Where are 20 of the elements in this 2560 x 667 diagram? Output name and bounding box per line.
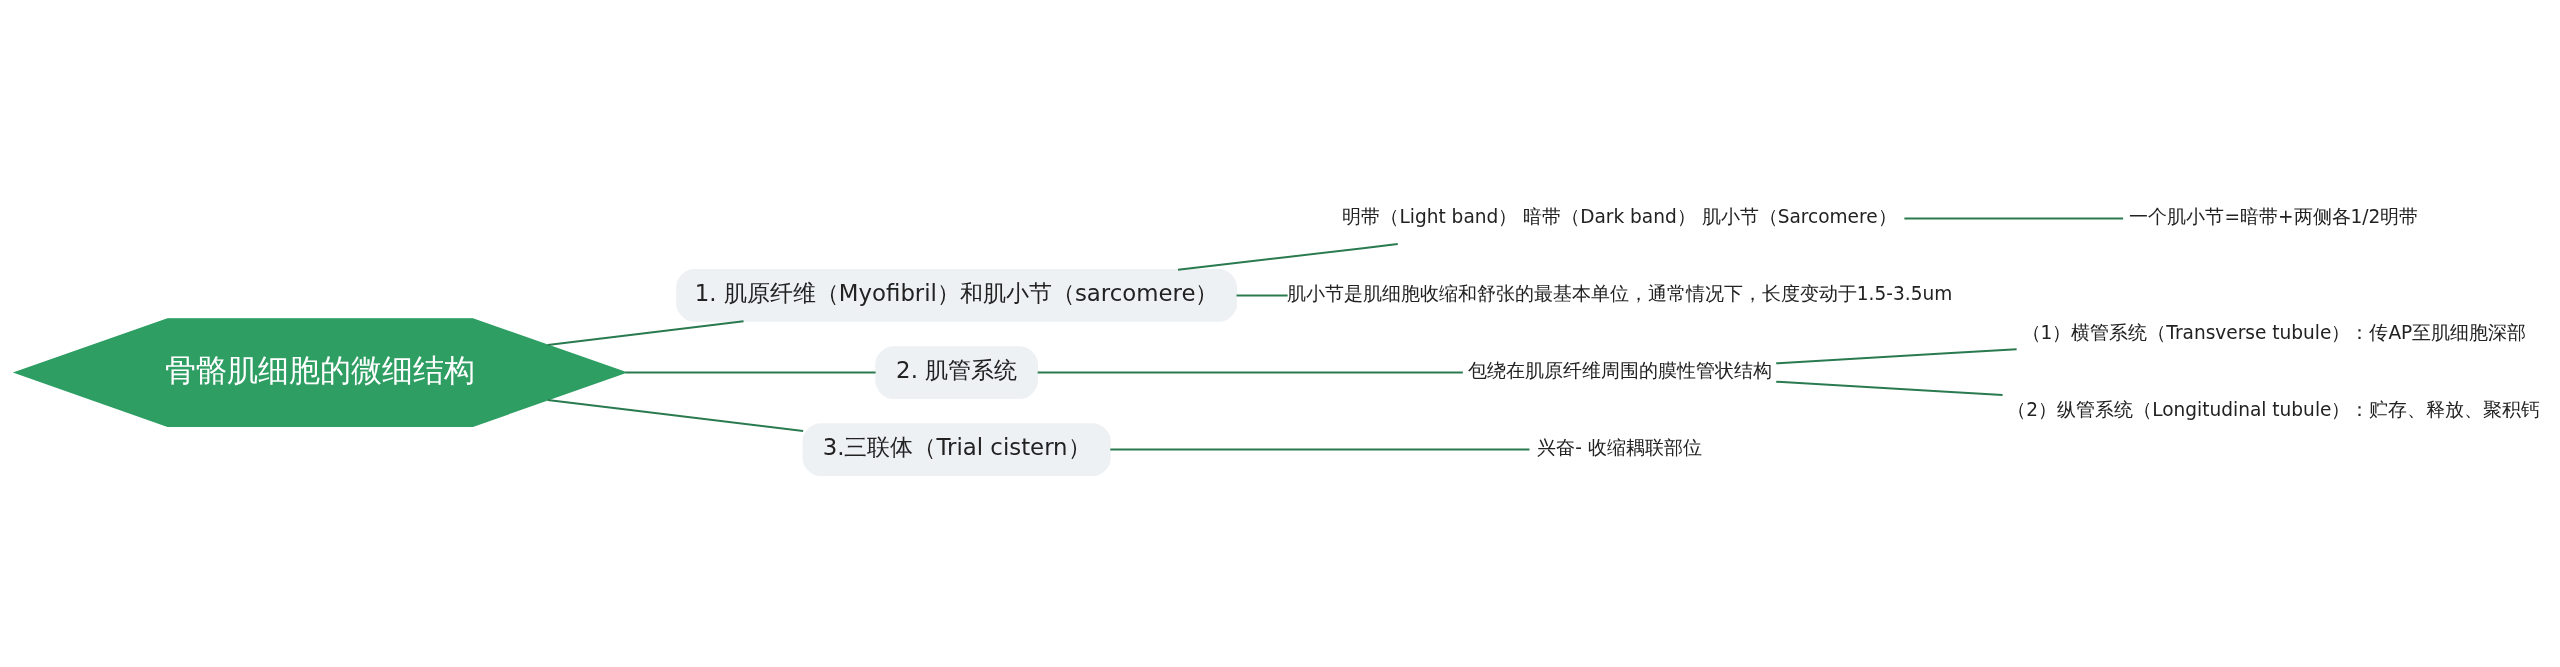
node-text: 肌小节是肌细胞收缩和舒张的最基本单位，通常情况下，长度变动于1.5-3.5um — [1286, 282, 1953, 304]
node-text: （2）纵管系统（Longitudinal tubule）：贮存、释放、聚积钙 — [2007, 398, 2541, 420]
node-text: 包绕在肌原纤维周围的膜性管状结构 — [1467, 359, 1772, 381]
connector — [1109, 448, 1531, 451]
connector — [546, 319, 745, 346]
node-text: 一个肌小节=暗带+两侧各1/2明带 — [2129, 205, 2419, 227]
connector — [1176, 242, 1399, 271]
connector — [1235, 293, 1289, 296]
node-box: 3.三联体（Trial cistern） — [802, 422, 1111, 476]
connector — [1036, 371, 1464, 374]
connector — [1903, 216, 2125, 219]
connector — [1775, 347, 2018, 364]
node-text: 明带（Light band） 暗带（Dark band） 肌小节（Sarcomere） — [1342, 205, 1897, 227]
node-text: （1）横管系统（Transverse tubule）：传AP至肌细胞深部 — [2021, 321, 2527, 343]
connector — [624, 371, 877, 374]
connector — [1775, 380, 2004, 396]
node-box: 1. 肌原纤维（Myofibril）和肌小节（sarcomere） — [676, 268, 1238, 322]
node-text: 兴奋- 收缩耦联部位 — [1537, 436, 1702, 458]
connector — [546, 398, 805, 432]
node-box: 2. 肌管系统 — [875, 345, 1038, 399]
